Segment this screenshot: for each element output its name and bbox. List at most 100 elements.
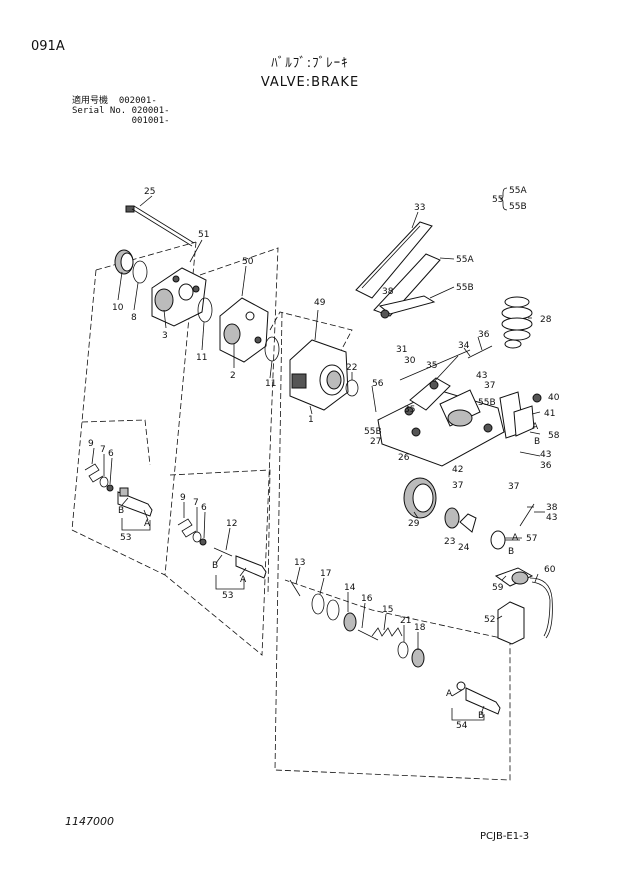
callout-ab: A: [240, 575, 247, 585]
callout-18: 18: [414, 623, 426, 633]
callout-24: 24: [458, 543, 470, 553]
callout-22: 22: [346, 363, 357, 373]
callout-27: 27: [370, 437, 381, 447]
bolt-40: [532, 393, 542, 403]
callout-15: 15: [382, 605, 393, 615]
oring-8: [132, 260, 148, 284]
serial-row-1: 適用号機 002001-: [72, 96, 157, 106]
callout-11b: 11: [265, 379, 276, 389]
title-english: VALVE:BRAKE: [260, 75, 360, 90]
callout-58: 58: [548, 431, 560, 441]
spool-a: [117, 487, 153, 517]
callout-10: 10: [112, 303, 124, 313]
pedal-33: [355, 221, 433, 299]
callout-37b: 37: [452, 481, 463, 491]
callout-53b: 53: [222, 591, 233, 601]
callout-23: 23: [444, 537, 455, 547]
bolt-38b: [519, 503, 535, 527]
spring-9a: [84, 463, 104, 483]
callout-13: 13: [294, 558, 305, 568]
cap-54: [456, 681, 466, 691]
spool-54: [465, 687, 501, 715]
bolt-25: [125, 205, 195, 247]
frame-line: [164, 247, 279, 656]
frame-line: [274, 311, 511, 781]
callout-29: 29: [408, 519, 420, 529]
callout-bb: B: [212, 561, 218, 571]
legend-brace: [499, 187, 508, 211]
bracket-assembly: [377, 349, 525, 467]
callout-52: 52: [484, 615, 495, 625]
serial-row-3: 001001-: [72, 116, 170, 126]
callout-57: 57: [526, 534, 537, 544]
ring-7b: [192, 531, 202, 543]
spring-16: [357, 629, 379, 641]
pin-13: [289, 579, 301, 597]
callout-38a: 38: [382, 287, 394, 297]
part-18: [411, 648, 425, 668]
callout-2: 2: [230, 371, 236, 381]
callout-9a: 9: [88, 439, 94, 449]
callout-53a: 53: [120, 533, 131, 543]
bolt-35: [404, 406, 414, 416]
callout-43c: 43: [546, 513, 557, 523]
callout-8: 8: [131, 313, 137, 323]
frame-line: [71, 269, 97, 531]
part-14: [343, 612, 357, 632]
callout-6b: 6: [201, 503, 207, 513]
callout-1: 1: [308, 415, 314, 425]
callout-25: 25: [144, 187, 155, 197]
callout-33: 33: [414, 203, 425, 213]
callout-54: 54: [456, 721, 468, 731]
leader-lines: [91, 195, 545, 721]
bolt-35b: [429, 380, 439, 390]
ring-6b: [199, 538, 207, 546]
callout-28: 28: [540, 315, 552, 325]
callout-31: 31: [396, 345, 407, 355]
spool-b: [235, 555, 267, 579]
oring-11b: [264, 336, 280, 362]
rod-34: [467, 345, 493, 359]
ring-17b: [326, 599, 340, 621]
callout-11a: 11: [196, 353, 207, 363]
spring-15: [371, 627, 403, 637]
callout-b1: B: [534, 437, 540, 447]
part-10: [114, 249, 134, 275]
callout-43a: 43: [476, 371, 487, 381]
callout-59: 59: [492, 583, 504, 593]
callout-aa: A: [144, 519, 151, 529]
callout-7a: 7: [100, 445, 106, 455]
callout-ac: A: [446, 689, 453, 699]
callout-42: 42: [452, 465, 463, 475]
block-2: [219, 297, 269, 363]
part-24: [459, 513, 477, 533]
callout-14: 14: [344, 583, 356, 593]
callout-34: 34: [458, 341, 470, 351]
callout-36b: 36: [540, 461, 552, 471]
callout-51: 51: [198, 230, 209, 240]
callout-38b: 38: [546, 503, 558, 513]
harness-60: [529, 577, 553, 639]
callout-50: 50: [242, 257, 254, 267]
ring-6a: [106, 484, 114, 492]
frame-line: [169, 469, 271, 596]
frame-line: [81, 419, 151, 466]
callout-ba: B: [118, 506, 124, 516]
callout-21: 21: [400, 616, 411, 626]
callout-35b: 35: [404, 405, 415, 415]
callout-41: 41: [544, 409, 555, 419]
callout-40: 40: [548, 393, 560, 403]
callout-49: 49: [314, 298, 326, 308]
ring-21: [397, 641, 409, 659]
ring-7a: [99, 476, 109, 488]
callout-30: 30: [404, 356, 416, 366]
bracket-52: [497, 601, 525, 645]
callout-55b-3: 55B: [364, 427, 382, 437]
bolt-38: [380, 309, 390, 319]
callout-55b-2: 55B: [478, 398, 496, 408]
callout-37a: 37: [484, 381, 495, 391]
spring-9b: [177, 518, 197, 538]
part-29: [403, 477, 437, 519]
callout-6a: 6: [108, 449, 114, 459]
